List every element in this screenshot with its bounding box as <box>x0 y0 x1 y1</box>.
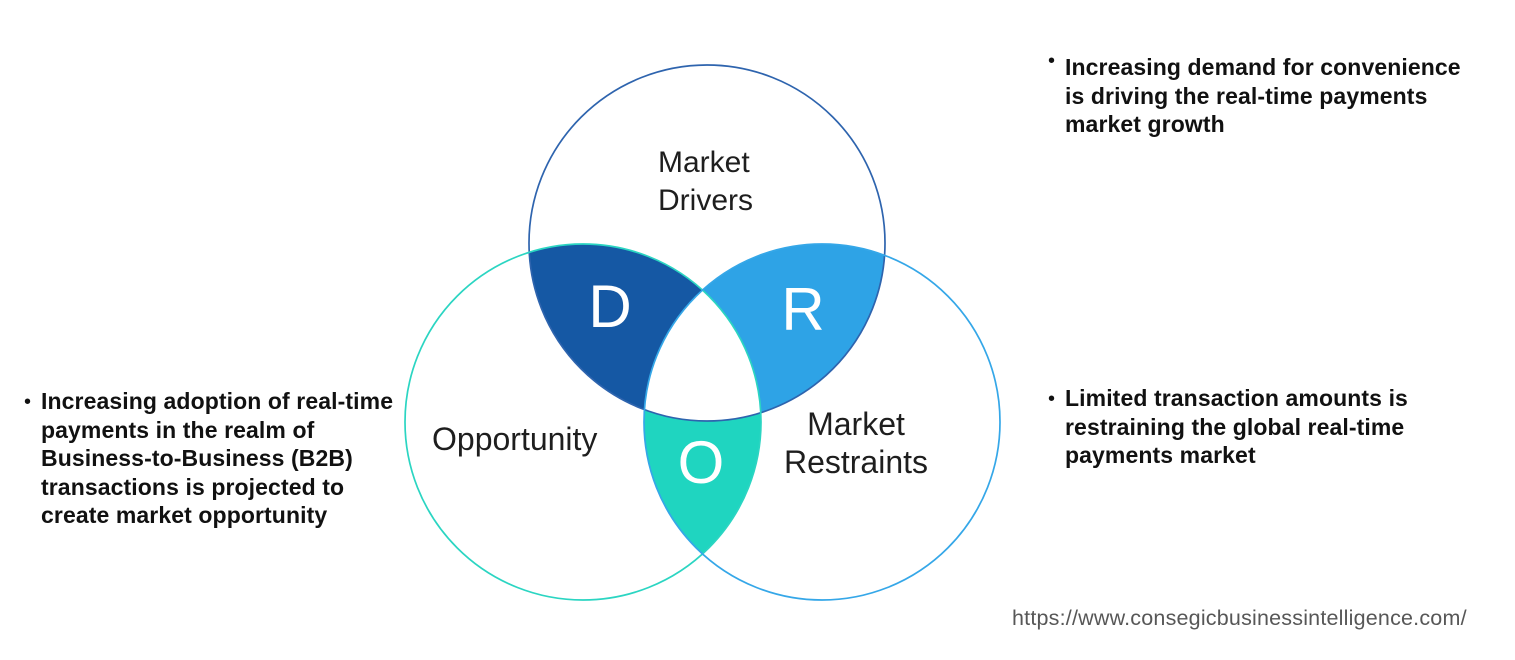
market-restraints-label-line2: Restraints <box>784 444 928 480</box>
market-restraints-label-line1: Market <box>807 406 905 442</box>
drivers-note: • Increasing demand for convenience is d… <box>1048 50 1488 139</box>
opportunity-note: • Increasing adoption of real-time payme… <box>24 387 434 530</box>
r-overlap-letter: R <box>781 276 824 343</box>
bullet-icon: • <box>24 391 32 413</box>
opportunity-note-text: Increasing adoption of real-time payment… <box>41 388 394 528</box>
market-drivers-label-line1: Market <box>658 146 750 179</box>
restraints-note-text: Limited transaction amounts is restraini… <box>1065 385 1408 468</box>
bullet-icon: • <box>1048 388 1056 410</box>
bullet-icon: • <box>1048 50 1056 72</box>
market-drivers-circle <box>528 64 886 422</box>
restraints-note: • Limited transaction amounts is restrai… <box>1048 384 1478 470</box>
opportunity-circle <box>404 243 762 601</box>
drivers-note-text: Increasing demand for convenience is dri… <box>1065 54 1461 137</box>
o-overlap-letter: O <box>678 429 725 496</box>
market-drivers-label-line2: Drivers <box>658 184 753 217</box>
opportunity-label: Opportunity <box>432 421 597 457</box>
d-overlap-letter: D <box>588 273 631 340</box>
opportunity-restraints-overlap-region <box>644 244 761 600</box>
source-url: https://www.consegicbusinessintelligence… <box>1012 606 1467 630</box>
market-restraints-circle <box>643 243 1001 601</box>
